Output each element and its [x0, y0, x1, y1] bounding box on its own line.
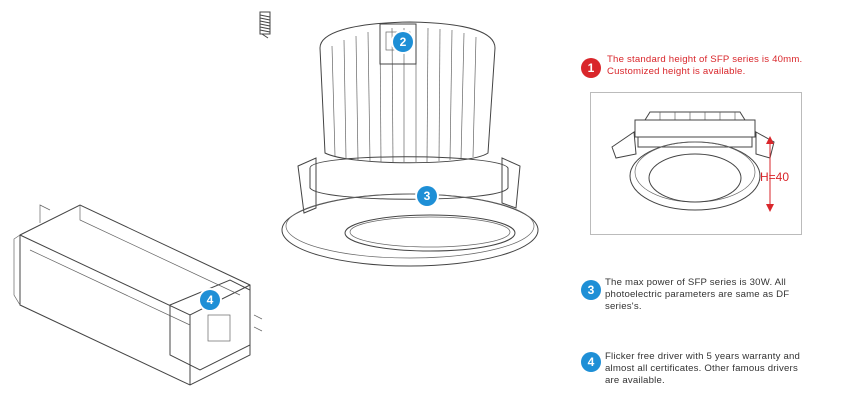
height-dimension-label: H=40	[760, 170, 790, 184]
callout-badge-3: 3	[417, 186, 437, 206]
note-3-text: The max power of SFP series is 30W. All …	[605, 277, 790, 312]
note-badge-4: 4	[581, 352, 601, 372]
spring-icon	[259, 11, 271, 39]
note-1-text: The standard height of SFP series is 40m…	[607, 54, 803, 77]
callout-badge-2: 2	[393, 32, 413, 52]
driver-illustration	[13, 204, 263, 386]
note-4-text: Flicker free driver with 5 years warrant…	[605, 351, 801, 386]
note-badge-1: 1	[581, 58, 601, 78]
downlight-illustration	[281, 21, 539, 267]
callout-badge-4: 4	[200, 290, 220, 310]
height-detail-illustration	[611, 111, 775, 212]
height-detail-box	[590, 92, 802, 235]
note-badge-3: 3	[581, 280, 601, 300]
